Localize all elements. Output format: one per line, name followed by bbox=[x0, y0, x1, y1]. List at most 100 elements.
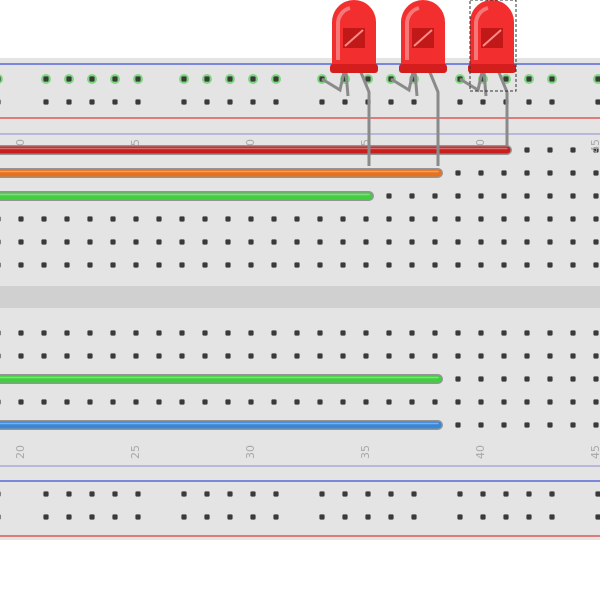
terminal-hole[interactable] bbox=[363, 239, 369, 245]
terminal-hole[interactable] bbox=[570, 262, 576, 268]
power-rail-hole[interactable] bbox=[0, 76, 1, 82]
power-rail-hole[interactable] bbox=[250, 76, 256, 82]
terminal-hole[interactable] bbox=[64, 330, 70, 336]
terminal-hole[interactable] bbox=[593, 262, 599, 268]
terminal-hole[interactable] bbox=[64, 353, 70, 359]
power-rail-hole[interactable] bbox=[480, 514, 486, 520]
terminal-hole[interactable] bbox=[133, 399, 139, 405]
power-rail-hole[interactable] bbox=[595, 99, 600, 105]
terminal-hole[interactable] bbox=[524, 353, 530, 359]
terminal-hole[interactable] bbox=[409, 353, 415, 359]
power-rail-hole[interactable] bbox=[227, 491, 233, 497]
terminal-hole[interactable] bbox=[294, 262, 300, 268]
power-rail-hole[interactable] bbox=[549, 76, 555, 82]
terminal-hole[interactable] bbox=[455, 216, 461, 222]
power-rail-hole[interactable] bbox=[66, 491, 72, 497]
terminal-hole[interactable] bbox=[386, 353, 392, 359]
terminal-hole[interactable] bbox=[593, 216, 599, 222]
terminal-hole[interactable] bbox=[225, 353, 231, 359]
power-rail-hole[interactable] bbox=[43, 76, 49, 82]
terminal-hole[interactable] bbox=[593, 170, 599, 176]
terminal-hole[interactable] bbox=[18, 399, 24, 405]
terminal-hole[interactable] bbox=[133, 330, 139, 336]
terminal-hole[interactable] bbox=[547, 422, 553, 428]
power-rail-hole[interactable] bbox=[135, 491, 141, 497]
power-rail-hole[interactable] bbox=[365, 514, 371, 520]
red-wire[interactable] bbox=[0, 145, 512, 155]
terminal-hole[interactable] bbox=[202, 239, 208, 245]
led-3[interactable] bbox=[459, 0, 517, 146]
terminal-hole[interactable] bbox=[593, 422, 599, 428]
terminal-hole[interactable] bbox=[570, 399, 576, 405]
terminal-hole[interactable] bbox=[570, 422, 576, 428]
power-rail-hole[interactable] bbox=[66, 514, 72, 520]
terminal-hole[interactable] bbox=[317, 330, 323, 336]
terminal-hole[interactable] bbox=[271, 262, 277, 268]
terminal-hole[interactable] bbox=[593, 239, 599, 245]
terminal-hole[interactable] bbox=[202, 330, 208, 336]
power-rail-hole[interactable] bbox=[273, 99, 279, 105]
terminal-hole[interactable] bbox=[294, 330, 300, 336]
power-rail-hole[interactable] bbox=[388, 491, 394, 497]
terminal-hole[interactable] bbox=[225, 399, 231, 405]
terminal-hole[interactable] bbox=[87, 330, 93, 336]
terminal-hole[interactable] bbox=[455, 262, 461, 268]
terminal-hole[interactable] bbox=[478, 193, 484, 199]
terminal-hole[interactable] bbox=[202, 399, 208, 405]
terminal-hole[interactable] bbox=[432, 262, 438, 268]
terminal-hole[interactable] bbox=[363, 262, 369, 268]
terminal-hole[interactable] bbox=[179, 353, 185, 359]
terminal-hole[interactable] bbox=[593, 376, 599, 382]
terminal-hole[interactable] bbox=[547, 216, 553, 222]
terminal-hole[interactable] bbox=[271, 216, 277, 222]
terminal-hole[interactable] bbox=[501, 262, 507, 268]
terminal-hole[interactable] bbox=[593, 147, 599, 153]
terminal-hole[interactable] bbox=[110, 216, 116, 222]
terminal-hole[interactable] bbox=[593, 399, 599, 405]
terminal-hole[interactable] bbox=[64, 399, 70, 405]
led-2[interactable] bbox=[390, 0, 447, 166]
terminal-hole[interactable] bbox=[386, 330, 392, 336]
power-rail-hole[interactable] bbox=[66, 76, 72, 82]
terminal-hole[interactable] bbox=[133, 353, 139, 359]
power-rail-hole[interactable] bbox=[89, 491, 95, 497]
terminal-hole[interactable] bbox=[248, 353, 254, 359]
terminal-hole[interactable] bbox=[501, 170, 507, 176]
terminal-hole[interactable] bbox=[455, 422, 461, 428]
power-rail-hole[interactable] bbox=[526, 491, 532, 497]
terminal-hole[interactable] bbox=[478, 170, 484, 176]
terminal-hole[interactable] bbox=[294, 239, 300, 245]
terminal-hole[interactable] bbox=[547, 262, 553, 268]
power-rail-hole[interactable] bbox=[319, 514, 325, 520]
power-rail-hole[interactable] bbox=[204, 99, 210, 105]
terminal-hole[interactable] bbox=[455, 193, 461, 199]
power-rail-hole[interactable] bbox=[342, 491, 348, 497]
terminal-hole[interactable] bbox=[570, 330, 576, 336]
power-rail-hole[interactable] bbox=[135, 514, 141, 520]
terminal-hole[interactable] bbox=[432, 353, 438, 359]
terminal-hole[interactable] bbox=[409, 193, 415, 199]
terminal-hole[interactable] bbox=[524, 376, 530, 382]
power-rail-hole[interactable] bbox=[250, 99, 256, 105]
breadboard[interactable] bbox=[0, 58, 600, 540]
terminal-hole[interactable] bbox=[18, 239, 24, 245]
power-rail-hole[interactable] bbox=[112, 99, 118, 105]
power-rail-hole[interactable] bbox=[388, 99, 394, 105]
power-rail-hole[interactable] bbox=[250, 491, 256, 497]
terminal-hole[interactable] bbox=[64, 216, 70, 222]
terminal-hole[interactable] bbox=[156, 330, 162, 336]
terminal-hole[interactable] bbox=[409, 399, 415, 405]
terminal-hole[interactable] bbox=[18, 353, 24, 359]
terminal-hole[interactable] bbox=[225, 330, 231, 336]
terminal-hole[interactable] bbox=[317, 239, 323, 245]
terminal-hole[interactable] bbox=[18, 216, 24, 222]
terminal-hole[interactable] bbox=[41, 262, 47, 268]
terminal-hole[interactable] bbox=[386, 262, 392, 268]
power-rail-hole[interactable] bbox=[204, 76, 210, 82]
terminal-hole[interactable] bbox=[110, 330, 116, 336]
terminal-hole[interactable] bbox=[133, 239, 139, 245]
terminal-hole[interactable] bbox=[202, 262, 208, 268]
power-rail-hole[interactable] bbox=[595, 76, 600, 82]
terminal-hole[interactable] bbox=[156, 353, 162, 359]
